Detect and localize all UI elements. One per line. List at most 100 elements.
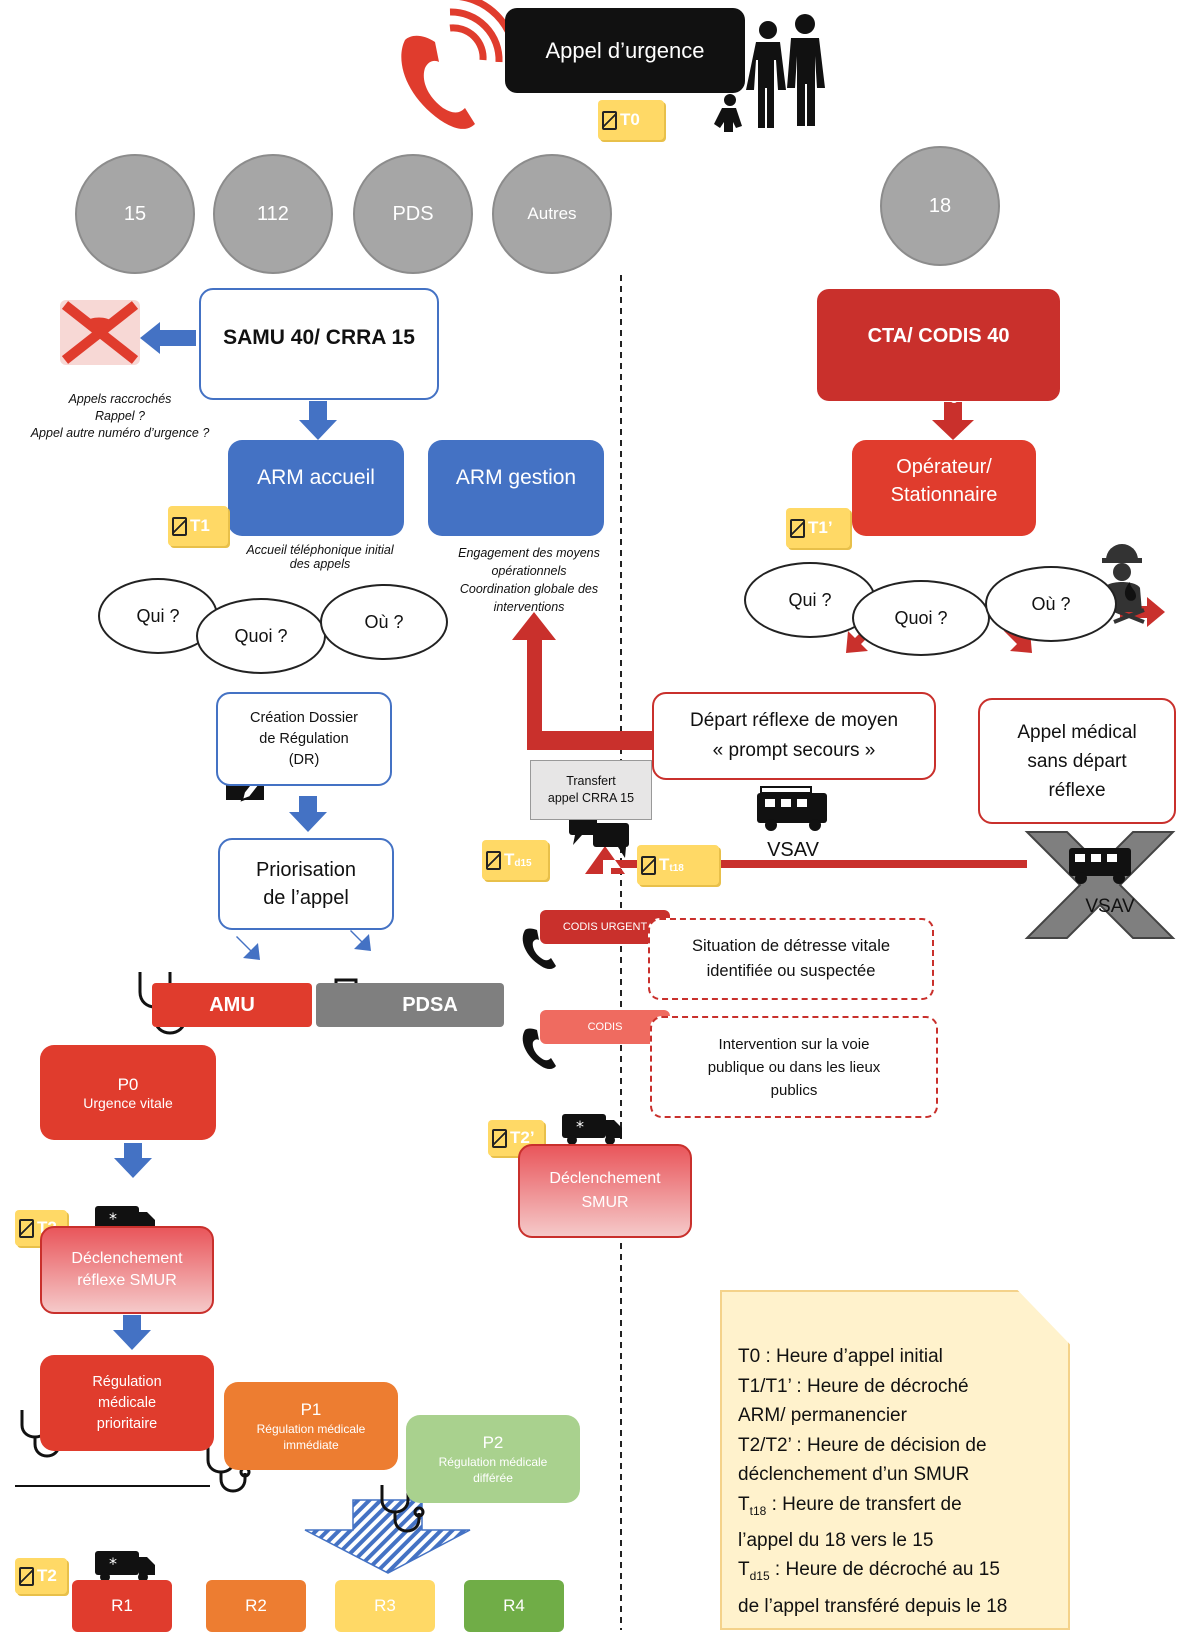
t1p-tag: T1’ xyxy=(786,508,850,548)
arm-gestion-label: ARM gestion xyxy=(455,466,577,489)
arm-gestion-box: ARM gestion xyxy=(428,440,604,536)
arm-accueil-caption-line1: Accueil téléphonique initial xyxy=(246,543,394,557)
legend-line: l’appel du 18 vers le 15 xyxy=(738,1529,934,1551)
appel-medical-line3: réflexe xyxy=(1048,779,1106,801)
appel-medical-box: Appel médical sans départ réflexe xyxy=(978,698,1176,824)
svg-text:*: * xyxy=(576,1117,584,1136)
pdsa-label: PDSA xyxy=(402,993,458,1016)
regulation-prioritaire-line2: médicale xyxy=(97,1394,157,1411)
r2-box: R2 xyxy=(206,1580,306,1632)
arm-gestion-caption-line4: interventions xyxy=(493,600,565,614)
number-112-label: 112 xyxy=(257,202,289,225)
hangup-caption: Appels raccrochés Rappel ? Appel autre n… xyxy=(0,388,240,444)
t1-tag: T1 xyxy=(168,506,228,546)
transfert-line2: appel CRRA 15 xyxy=(547,791,635,805)
hourglass-icon xyxy=(486,850,501,870)
t0-tag: T0 xyxy=(598,100,664,140)
operateur-line2: Stationnaire xyxy=(890,484,998,506)
cloud-qui-label: Qui ? xyxy=(136,605,180,626)
regulation-prioritaire-line3: prioritaire xyxy=(96,1415,158,1432)
tt18-label: T xyxy=(659,855,670,874)
declenchement-reflexe-line1: Déclenchement xyxy=(71,1250,183,1267)
depart-reflexe-box: Départ réflexe de moyen « prompt secours… xyxy=(652,692,936,780)
vsav-crossed-label: VSAV xyxy=(1075,894,1145,920)
hourglass-icon xyxy=(19,1566,34,1586)
codis-cloud-ou-label: Où ? xyxy=(1031,593,1071,614)
td15-label: T xyxy=(504,850,515,869)
number-autres-label: Autres xyxy=(527,204,577,223)
t1-label: T1 xyxy=(190,516,210,535)
situation-line1: Situation de détresse vitale xyxy=(691,937,891,955)
chat-bubbles-icon xyxy=(569,815,629,858)
codis-label: CODIS xyxy=(587,1021,623,1033)
r1-label: R1 xyxy=(111,1596,133,1615)
vsav-crossed-text: VSAV xyxy=(1085,896,1135,917)
dossier-line3: (DR) xyxy=(288,751,320,768)
operateur-box: Opérateur/ Stationnaire xyxy=(852,440,1036,536)
svg-text:*: * xyxy=(109,1554,117,1573)
p2-label: P2 xyxy=(482,1433,504,1452)
transfert-line1: Transfert xyxy=(566,774,616,788)
amu-bar: AMU xyxy=(152,983,312,1027)
t0-label: T0 xyxy=(620,110,640,129)
number-18-label: 18 xyxy=(928,194,952,217)
priorisation-line2: de l’appel xyxy=(263,887,349,909)
arm-accueil-label: ARM accueil xyxy=(257,466,375,489)
codis-cloud-quoi: Quoi ? xyxy=(852,580,990,656)
intervention-box: Intervention sur la voie publique ou dan… xyxy=(650,1016,938,1118)
codis-cloud-qui-label: Qui ? xyxy=(788,589,832,610)
number-15-label: 15 xyxy=(123,202,147,225)
codis-urgent-label: CODIS URGENT xyxy=(562,921,648,933)
p0-label: P0 xyxy=(117,1074,139,1094)
hourglass-icon xyxy=(19,1218,34,1238)
number-pds-label: PDS xyxy=(392,202,434,225)
declenchement-reflexe-line2: réflexe SMUR xyxy=(77,1272,177,1289)
number-18: 18 xyxy=(880,146,1000,266)
emergency-call-box: Appel d’urgence xyxy=(505,8,745,93)
arm-gestion-caption-line2: opérationnels xyxy=(491,564,567,578)
arm-gestion-caption-line3: Coordination globale des xyxy=(459,582,599,596)
p2-sub-line1: Régulation médicale xyxy=(438,1455,548,1469)
intervention-line2: publique ou dans les lieux xyxy=(707,1058,881,1076)
blue-arrows xyxy=(113,322,371,1350)
intervention-line1: Intervention sur la voie xyxy=(718,1035,870,1053)
number-pds: PDS xyxy=(353,154,473,274)
hourglass-icon xyxy=(641,855,656,875)
p2-sub-line2: différée xyxy=(473,1471,513,1485)
arm-accueil-caption: Accueil téléphonique initial des appels xyxy=(220,538,420,576)
dossier-line2: de Régulation xyxy=(259,730,349,747)
number-15: 15 xyxy=(75,154,195,274)
r4-box: R4 xyxy=(464,1580,564,1632)
arm-accueil-caption-line2: des appels xyxy=(289,557,351,571)
legend-line: déclenchement d’un SMUR xyxy=(738,1464,970,1485)
intervention-line3: publics xyxy=(770,1081,818,1099)
samu-box: SAMU 40/ CRRA 15 xyxy=(199,288,439,400)
t2-tag-bottom: T2 xyxy=(15,1558,67,1594)
arm-gestion-caption-line1: Engagement des moyens xyxy=(458,546,600,560)
p1-label: P1 xyxy=(300,1400,322,1419)
vsav-text: VSAV xyxy=(767,838,819,861)
tt18-sub: t18 xyxy=(669,862,684,874)
p2-box: P2 Régulation médicale différée xyxy=(406,1415,580,1503)
priorisation-line1: Priorisation xyxy=(255,859,357,881)
p1-sub-line1: Régulation médicale xyxy=(256,1422,366,1436)
hangup-caption-line2: Rappel ? xyxy=(94,408,146,423)
cloud-quoi: Quoi ? xyxy=(196,598,326,674)
cta-codis-box: CTA/ CODIS 40 xyxy=(817,289,1060,401)
r2-label: R2 xyxy=(245,1596,267,1615)
codis-badge: CODIS xyxy=(540,1010,670,1044)
arm-gestion-caption: Engagement des moyens opérationnels Coor… xyxy=(440,542,618,618)
declenchement-smur-line1: Déclenchement xyxy=(549,1170,661,1187)
phone-icon-large xyxy=(401,0,519,129)
arm-accueil-box: ARM accueil xyxy=(228,440,404,536)
t1p-label: T1’ xyxy=(808,518,833,537)
legend-line: de l’appel transféré depuis le 18 xyxy=(738,1595,1008,1617)
vsav-label: VSAV xyxy=(760,836,826,864)
hourglass-icon xyxy=(492,1128,507,1148)
depart-reflexe-line1: Départ réflexe de moyen xyxy=(689,710,899,731)
cta-codis-title: CTA/ CODIS 40 xyxy=(867,325,1010,347)
declenchement-reflexe-box: Déclenchement réflexe SMUR xyxy=(40,1226,214,1314)
cloud-quoi-label: Quoi ? xyxy=(234,625,288,646)
regulation-prioritaire-box: Régulation médicale prioritaire xyxy=(40,1355,214,1451)
